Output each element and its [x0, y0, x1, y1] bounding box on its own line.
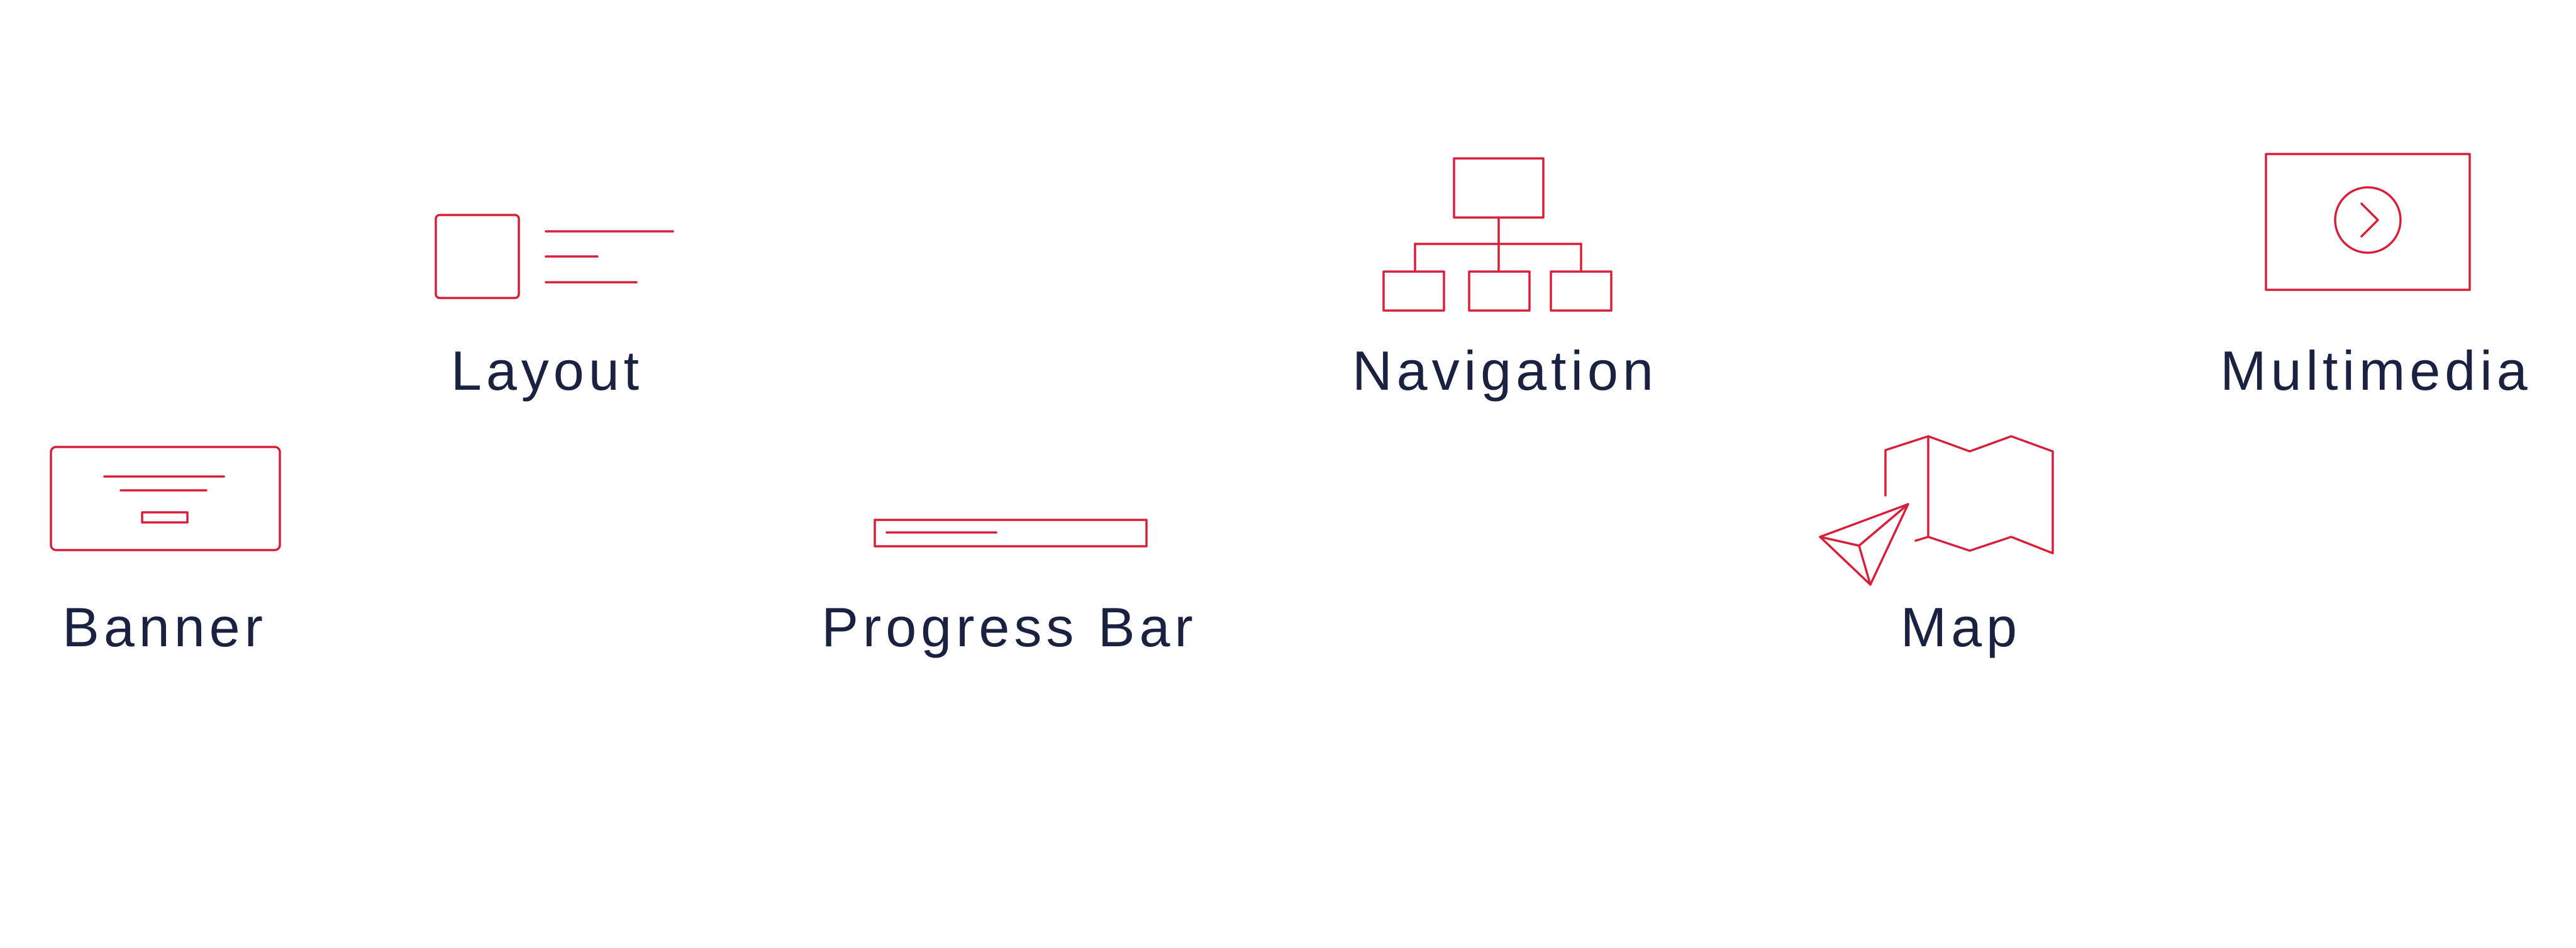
- progress-bar-label: Progress Bar: [821, 596, 1197, 658]
- sitemap-icon: [1382, 157, 1613, 312]
- layout-icon: [435, 214, 674, 299]
- progress-bar-icon: [874, 519, 1148, 548]
- navigation-label: Navigation: [1352, 339, 1658, 402]
- multimedia-label: Multimedia: [2220, 339, 2532, 402]
- banner-icon: [50, 446, 281, 551]
- map-label: Map: [1900, 596, 2022, 658]
- map-navigation-icon: [1819, 435, 2054, 586]
- layout-label: Layout: [450, 339, 644, 402]
- banner-label: Banner: [62, 596, 267, 658]
- video-player-icon: [2265, 153, 2471, 291]
